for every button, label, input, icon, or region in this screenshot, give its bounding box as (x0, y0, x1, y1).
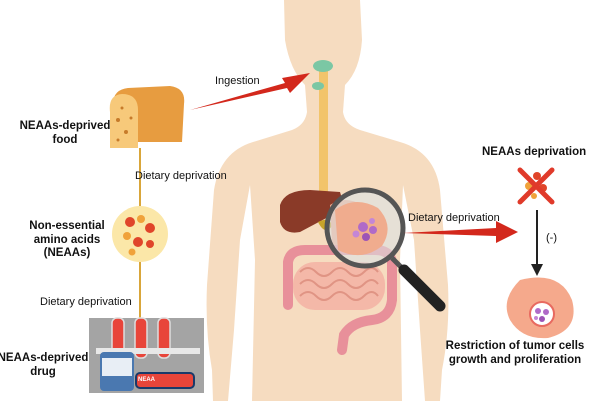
dietary-deprivation-bottom-label: Dietary deprivation (40, 296, 132, 308)
drug-box-label: NEAA (138, 377, 156, 383)
small-intestine (293, 262, 385, 310)
restriction-label: Restriction of tumor cells growth and pr… (445, 340, 585, 366)
dietary-deprivation-top-label: Dietary deprivation (135, 170, 227, 182)
food-bread-icon (109, 86, 185, 148)
deprivation-arrow-right (403, 221, 518, 243)
inhibition-sign: (-) (546, 232, 557, 244)
magnifier-icon (324, 187, 446, 312)
neaa-molecules-icon (112, 206, 168, 262)
dietary-deprivation-right-label: Dietary deprivation (408, 212, 500, 224)
liver (280, 190, 342, 233)
deprivation-cross-icon (517, 167, 555, 205)
stomach-tumor-icon (506, 277, 574, 339)
neaas-food-label: NEAAs-deprived food (19, 120, 111, 146)
esophagus (312, 60, 333, 204)
colon (283, 245, 397, 355)
drug-panel (89, 317, 204, 393)
neaas-label: Non-essential amino acids (NEAAs) (29, 220, 105, 260)
ingestion-label: Ingestion (215, 75, 260, 87)
neaas-deprivation-label: NEAAs deprivation (482, 146, 587, 158)
neaas-drug-label: NEAAs-deprived drug (0, 352, 89, 378)
ingestion-arrow (190, 73, 310, 110)
